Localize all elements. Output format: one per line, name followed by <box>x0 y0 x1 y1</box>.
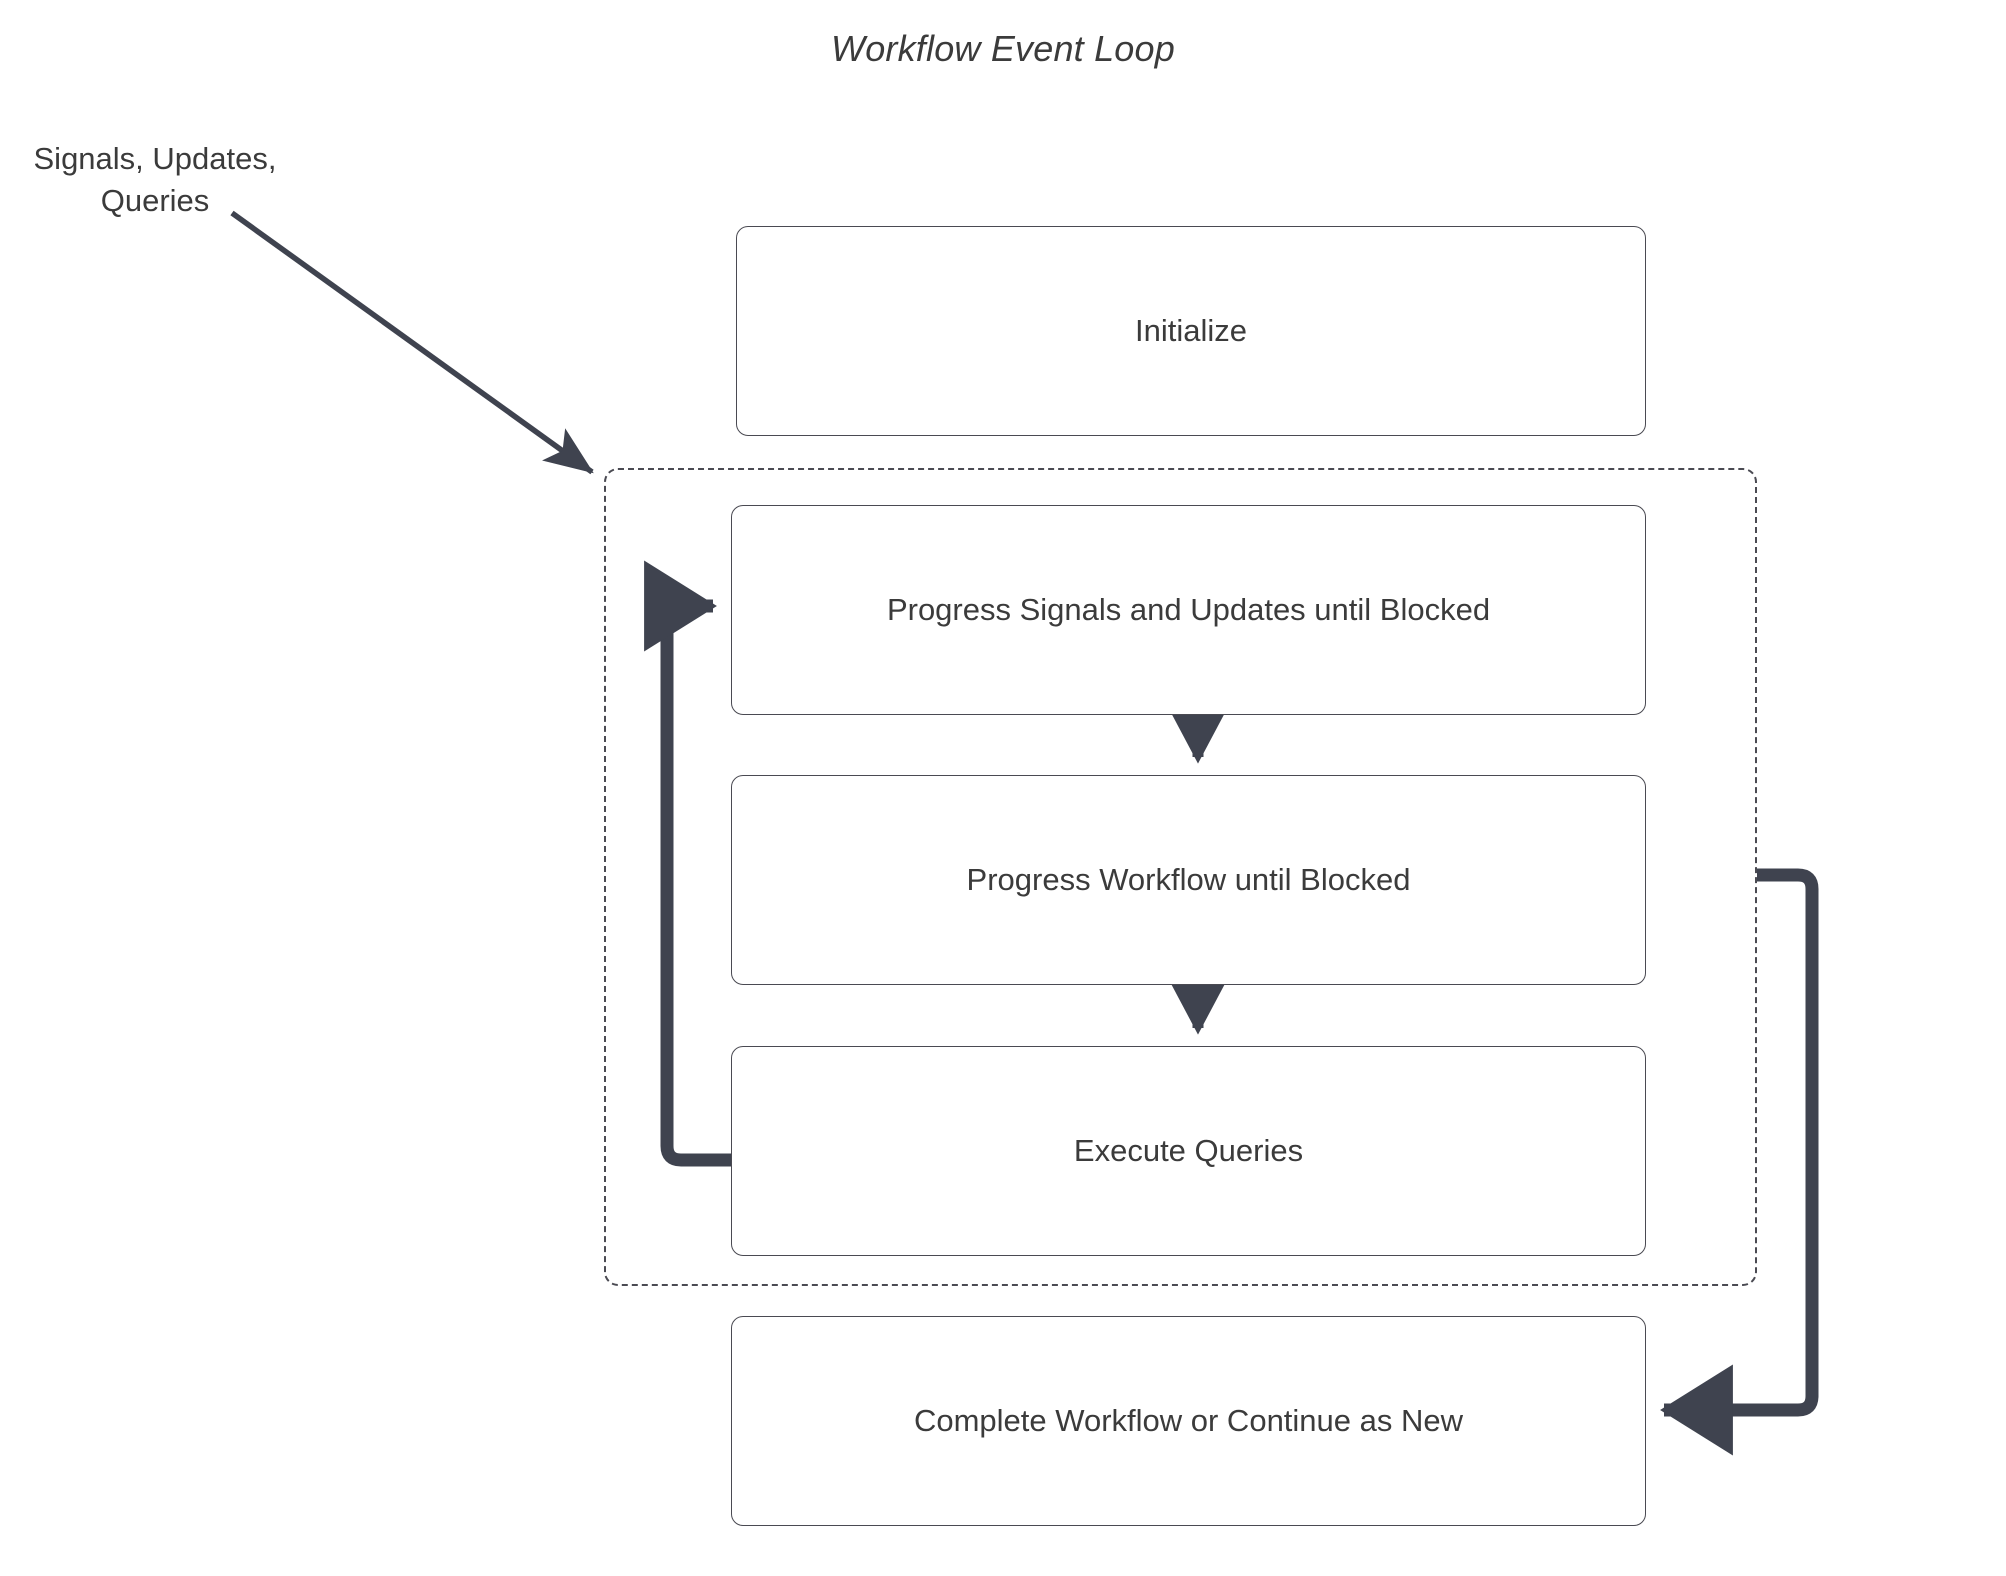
node-progress-workflow[interactable]: Progress Workflow until Blocked <box>731 775 1646 985</box>
page-title: Workflow Event Loop <box>831 28 1175 69</box>
external-input-label: Signals, Updates, Queries <box>10 138 300 222</box>
external-input-label-line1: Signals, Updates, <box>33 141 277 176</box>
edge-loop-to-complete <box>1660 868 1819 1456</box>
node-execute-queries[interactable]: Execute Queries <box>731 1046 1646 1256</box>
node-progress-workflow-label: Progress Workflow until Blocked <box>966 862 1411 897</box>
node-initialize-label: Initialize <box>1135 313 1247 348</box>
node-complete-workflow[interactable]: Complete Workflow or Continue as New <box>731 1316 1646 1526</box>
node-initialize[interactable]: Initialize <box>736 226 1646 436</box>
edge-queries-to-signals-loopback <box>644 560 731 1167</box>
node-progress-signals-and-updates[interactable]: Progress Signals and Updates until Block… <box>731 505 1646 715</box>
external-input-label-line2: Queries <box>100 183 210 218</box>
edge-external-input-to-loop <box>230 210 594 475</box>
node-progress-signals-label: Progress Signals and Updates until Block… <box>886 592 1491 627</box>
node-complete-workflow-label: Complete Workflow or Continue as New <box>913 1403 1464 1438</box>
node-execute-queries-label: Execute Queries <box>1073 1133 1304 1168</box>
